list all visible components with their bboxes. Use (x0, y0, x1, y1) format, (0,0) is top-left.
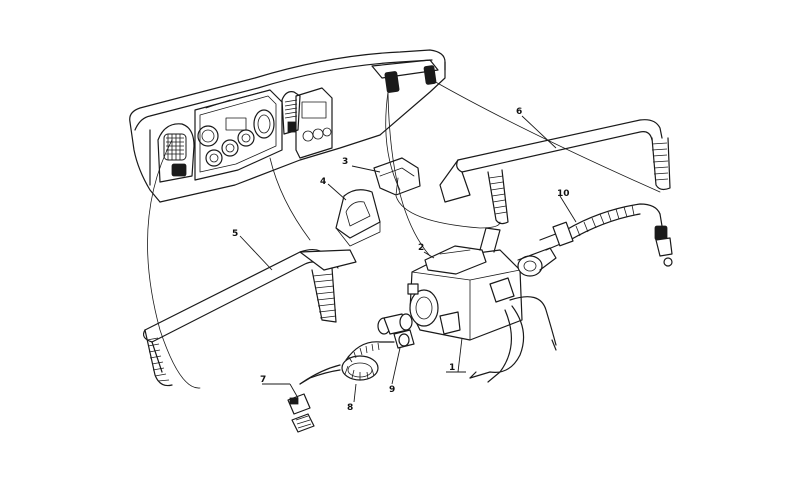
center-vent (281, 91, 301, 135)
coiled-hose (299, 341, 395, 385)
defrost-nozzle (335, 189, 381, 247)
wiring-harness (469, 296, 557, 383)
callout-1: 1 (449, 363, 455, 373)
callout-9: 9 (389, 385, 395, 395)
demist-vent-right (384, 71, 400, 93)
center-console (295, 87, 333, 159)
callout-2: 2 (418, 243, 424, 253)
instrument-cluster (194, 89, 283, 181)
right-air-duct (439, 119, 671, 225)
demist-vent-left (423, 65, 437, 85)
callout-10: 10 (557, 189, 570, 199)
controller-unit (287, 393, 315, 433)
callout-5: 5 (232, 229, 238, 239)
outlet-adapter (373, 157, 421, 196)
routing-lines (147, 79, 661, 389)
left-vent-assembly (157, 123, 195, 183)
callout-3: 3 (342, 157, 348, 167)
flexible-hose (539, 203, 673, 267)
dashboard (129, 49, 446, 203)
heater-unit (407, 227, 557, 341)
callout-8: 8 (347, 403, 353, 413)
callout-6: 6 (516, 107, 522, 117)
left-air-duct (142, 248, 357, 387)
callout-7: 7 (260, 375, 266, 385)
callout-4: 4 (320, 177, 326, 187)
callout-labels: 1 2 3 4 5 6 7 8 9 10 (232, 107, 577, 413)
pipe-fitting (377, 313, 415, 349)
